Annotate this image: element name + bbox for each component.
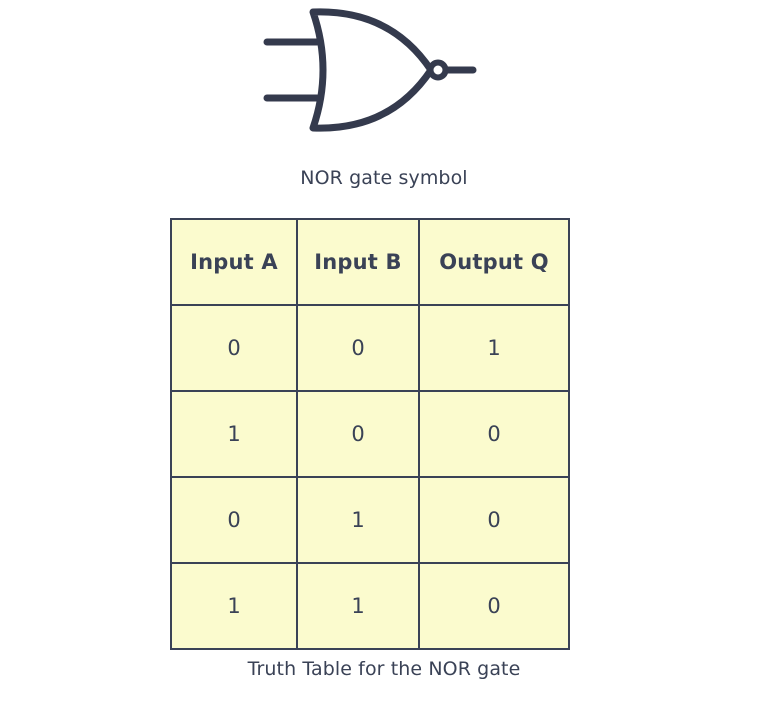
gate-body [309,8,435,132]
gate-figure: NOR gate symbol [0,0,768,200]
cell-input-a: 0 [170,476,298,564]
truth-table-caption: Truth Table for the NOR gate [247,658,521,680]
gate-inversion-bubble [427,59,449,81]
cell-input-a: 1 [170,562,298,650]
cell-output-q: 1 [418,304,570,392]
column-header-input-b: Input B [296,218,420,306]
cell-input-a: 0 [170,304,298,392]
cell-input-b: 0 [296,304,420,392]
table-row: 1 0 0 [170,390,570,478]
table-row: 1 1 0 [170,562,570,650]
cell-input-b: 0 [296,390,420,478]
gate-symbol-caption: NOR gate symbol [300,167,468,189]
nor-gate-icon [263,8,477,132]
cell-input-a: 1 [170,390,298,478]
table-row: 0 1 0 [170,476,570,564]
cell-input-b: 1 [296,476,420,564]
cell-output-q: 0 [418,562,570,650]
cell-output-q: 0 [418,390,570,478]
table-header-row: Input A Input B Output Q [170,218,570,306]
cell-output-q: 0 [418,476,570,564]
table-row: 0 0 1 [170,304,570,392]
column-header-input-a: Input A [170,218,298,306]
truth-table: Input A Input B Output Q 0 0 1 1 0 0 0 1… [170,218,570,650]
truth-table-container: Input A Input B Output Q 0 0 1 1 0 0 0 1… [170,218,570,650]
column-header-output-q: Output Q [418,218,570,306]
cell-input-b: 1 [296,562,420,650]
